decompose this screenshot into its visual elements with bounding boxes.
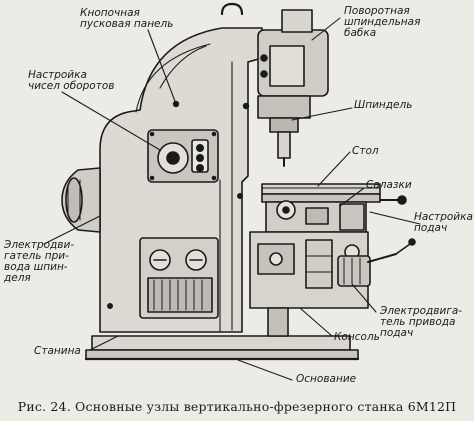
feed-motor: [337, 255, 371, 287]
label-push-button-panel: Кнопочная пусковая панель: [80, 7, 174, 30]
label-speed-setting: Настройка чисел оборотов: [28, 69, 115, 92]
base: [84, 335, 360, 361]
saddle: [265, 200, 367, 233]
spindle-motor: [61, 167, 101, 233]
figure-caption: Рис. 24. Основные узлы вертикально-фрезе…: [17, 399, 457, 414]
label-base: Основание: [296, 373, 357, 385]
label-spindle: Шпиндель: [354, 99, 413, 111]
rotary-spindle-head: [220, 2, 329, 167]
label-feed-setting: Настройка подач: [414, 211, 473, 234]
label-saddle: Салазки: [366, 179, 412, 191]
label-column: Станина: [34, 345, 81, 357]
leader-lines: [43, 17, 421, 381]
push-button-panel: [147, 129, 219, 183]
table: [261, 183, 381, 203]
feed-handwheel: [367, 195, 416, 263]
label-spindle-motor: Электродви- гатель при- вода шпин- деля: [4, 239, 75, 284]
lower-door: [139, 237, 219, 319]
label-console: Консоль: [334, 331, 380, 343]
label-feed-motor: Электродвига- тель привода подач: [380, 305, 463, 339]
label-table: Стол: [352, 145, 379, 157]
label-rotary-spindle-head: Поворотная шпиндельная бабка: [344, 5, 421, 39]
